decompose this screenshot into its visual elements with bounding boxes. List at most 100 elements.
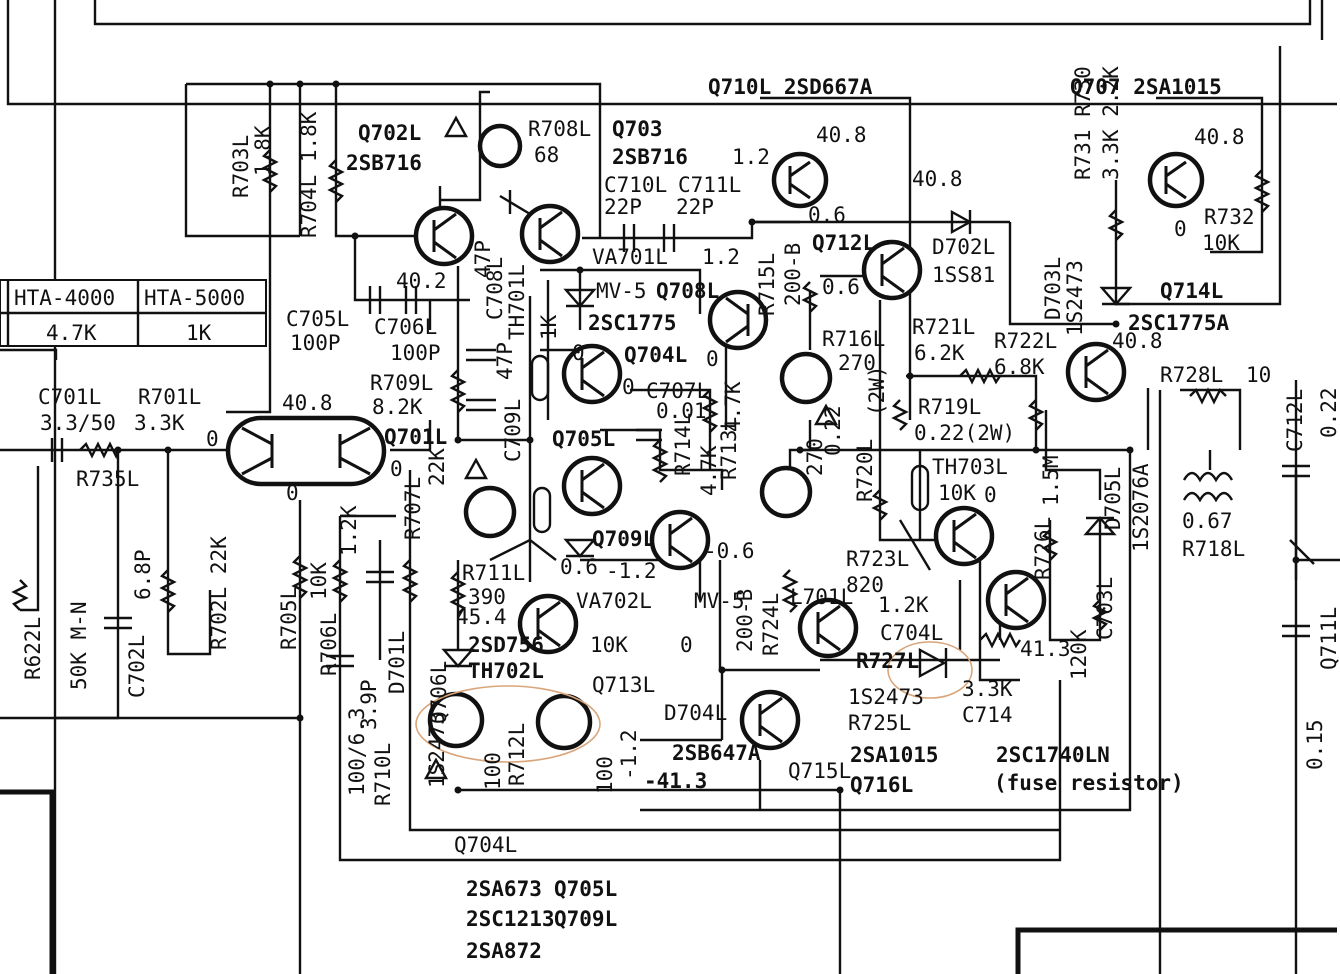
schematic-label: 68 [534, 143, 559, 167]
schematic-label: R714L [671, 413, 695, 476]
schematic-label: Q704L [454, 833, 517, 857]
schematic-label: 2SC1775A [1128, 311, 1230, 335]
schematic-label: 2SB647A [672, 741, 761, 765]
table-value-hta4000: 4.7K [46, 321, 97, 345]
schematic-label: 6.8K [994, 355, 1045, 379]
schematic-label: 0 [206, 427, 219, 451]
schematic-label: 41.3 [1020, 637, 1071, 661]
table-header-hta4000: HTA-4000 [14, 286, 115, 310]
schematic-label: 0 [680, 633, 693, 657]
schematic-label: D702L [932, 235, 995, 259]
schematic-label: R720L [853, 439, 877, 502]
schematic-label: Q703 [612, 117, 663, 141]
schematic-label: R705L [277, 587, 301, 650]
schematic-label: R716L [822, 327, 885, 351]
schematic-label: Q715L [788, 759, 851, 783]
schematic-label: 1.2 [702, 245, 740, 269]
schematic-label: 0.22(2W) [914, 421, 1015, 445]
schematic-label: 0 [1174, 217, 1187, 241]
schematic-label: R702L 22K [207, 536, 231, 650]
schematic-label: C709L [501, 399, 525, 462]
highlight-d704l [887, 641, 973, 699]
schematic-label: 820 [846, 573, 884, 597]
schematic-label: R711L [462, 561, 525, 585]
schematic-label: -1.2 [617, 729, 641, 780]
schematic-label: C702L [125, 635, 149, 698]
schematic-label: Q712L [812, 231, 875, 255]
schematic-label: R728L [1160, 363, 1223, 387]
schematic-label: R735L [76, 467, 139, 491]
schematic-label: 100/6.3 [345, 707, 369, 796]
schematic-label: R704L 1.8K [297, 111, 321, 238]
schematic-label: R731 R730 [1071, 66, 1095, 180]
schematic-label: -1.2 [606, 559, 657, 583]
resistors [11, 149, 1315, 649]
schematic-label: C712L [1283, 389, 1307, 452]
schematic-label: 1.2K [337, 505, 361, 556]
schematic-label: 0.15 [1303, 719, 1327, 770]
schematic-label: 100 [593, 756, 617, 794]
schematic-label: 100P [390, 341, 441, 365]
schematic-label: 3.3/50 [40, 411, 116, 435]
schematic-label: 3.3K [962, 677, 1013, 701]
schematic-label: TH703L [932, 455, 1008, 479]
schematic-label: 0.22 [1317, 387, 1340, 438]
schematic-label: 0.01 [656, 399, 707, 423]
schematic-label: 0.6 [822, 275, 860, 299]
schematic-label: Q702L [358, 121, 421, 145]
schematic-label: D703L [1041, 257, 1065, 320]
schematic-label: 270 [838, 351, 876, 375]
schematic-label: Q709L [592, 527, 655, 551]
schematic-label: TH701L [505, 264, 529, 340]
table-header-hta5000: HTA-5000 [144, 286, 245, 310]
transistors [225, 151, 1205, 751]
schematic-label: 1S2076A [1129, 463, 1153, 552]
warning-icons [423, 115, 839, 780]
schematic-label: R721L [912, 315, 975, 339]
schematic-label: 2SB716 [612, 145, 688, 169]
schematic-label: 6.8P [131, 549, 155, 600]
schematic-label: Q705L [552, 427, 615, 451]
schematic-label: 3.3K [134, 411, 185, 435]
schematic-label: 22K [425, 448, 449, 486]
schematic-label: (fuse resistor) [994, 771, 1184, 795]
schematic-label: 3.9P [357, 679, 381, 730]
schematic-label: D701L [385, 631, 409, 694]
schematic-label: Q708L [656, 279, 719, 303]
schematic-label: Q714L [1160, 279, 1223, 303]
schematic-label: R724L [759, 593, 783, 656]
schematic-label: R726L [1031, 517, 1055, 580]
schematic-label: VA701L [592, 245, 668, 269]
schematic-label: Q711L [1317, 607, 1340, 670]
schematic-label: Q704L [624, 343, 687, 367]
schematic-label: 10K [590, 633, 628, 657]
schematic-label: 390 [468, 585, 506, 609]
schematic-label: R718L [1182, 537, 1245, 561]
schematic-label: Q701L [384, 425, 447, 449]
schematic-label: 4.7K [721, 381, 745, 432]
schematic-label: R727L [856, 649, 919, 673]
schematic-label: 2SC1740LN [996, 743, 1110, 767]
schematic-label: 2SA872 [466, 939, 542, 963]
schematic-label: C707L [646, 379, 709, 403]
schematic-label: 2SB716 [346, 151, 422, 175]
schematic-label: C704L [880, 621, 943, 645]
schematic-label: TH702L [468, 659, 544, 683]
schematic-label: 0.6 [560, 555, 598, 579]
schematic-label: 40.8 [816, 123, 867, 147]
schematic-label: 1S2473 [425, 712, 449, 788]
schematic-label: C711L [678, 173, 741, 197]
schematic-label: 47P [471, 240, 495, 278]
schematic-label: Q705L [554, 877, 617, 901]
schematic-label: 40.8 [912, 167, 963, 191]
schematic-label: 2SA1015 [850, 743, 939, 767]
schematic-label: C706L [374, 315, 437, 339]
schematic-label: 1.2 [732, 145, 770, 169]
table-value-hta5000: 1K [186, 321, 212, 345]
schematic-label: 22P [676, 195, 714, 219]
schematic-label: 0.6 [808, 203, 846, 227]
schematic-label: 3.3K 2.2K [1099, 66, 1123, 180]
schematic-label: L701L [790, 585, 853, 609]
